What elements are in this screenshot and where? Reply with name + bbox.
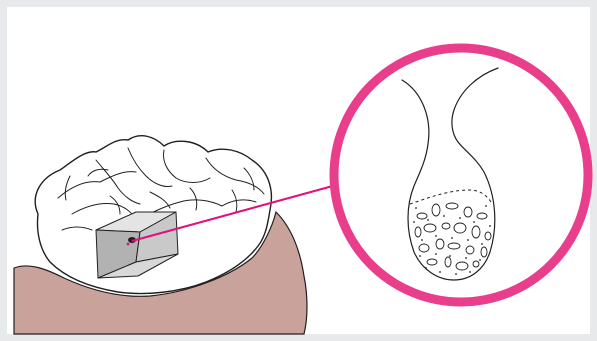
magnifier-ring xyxy=(334,48,588,302)
